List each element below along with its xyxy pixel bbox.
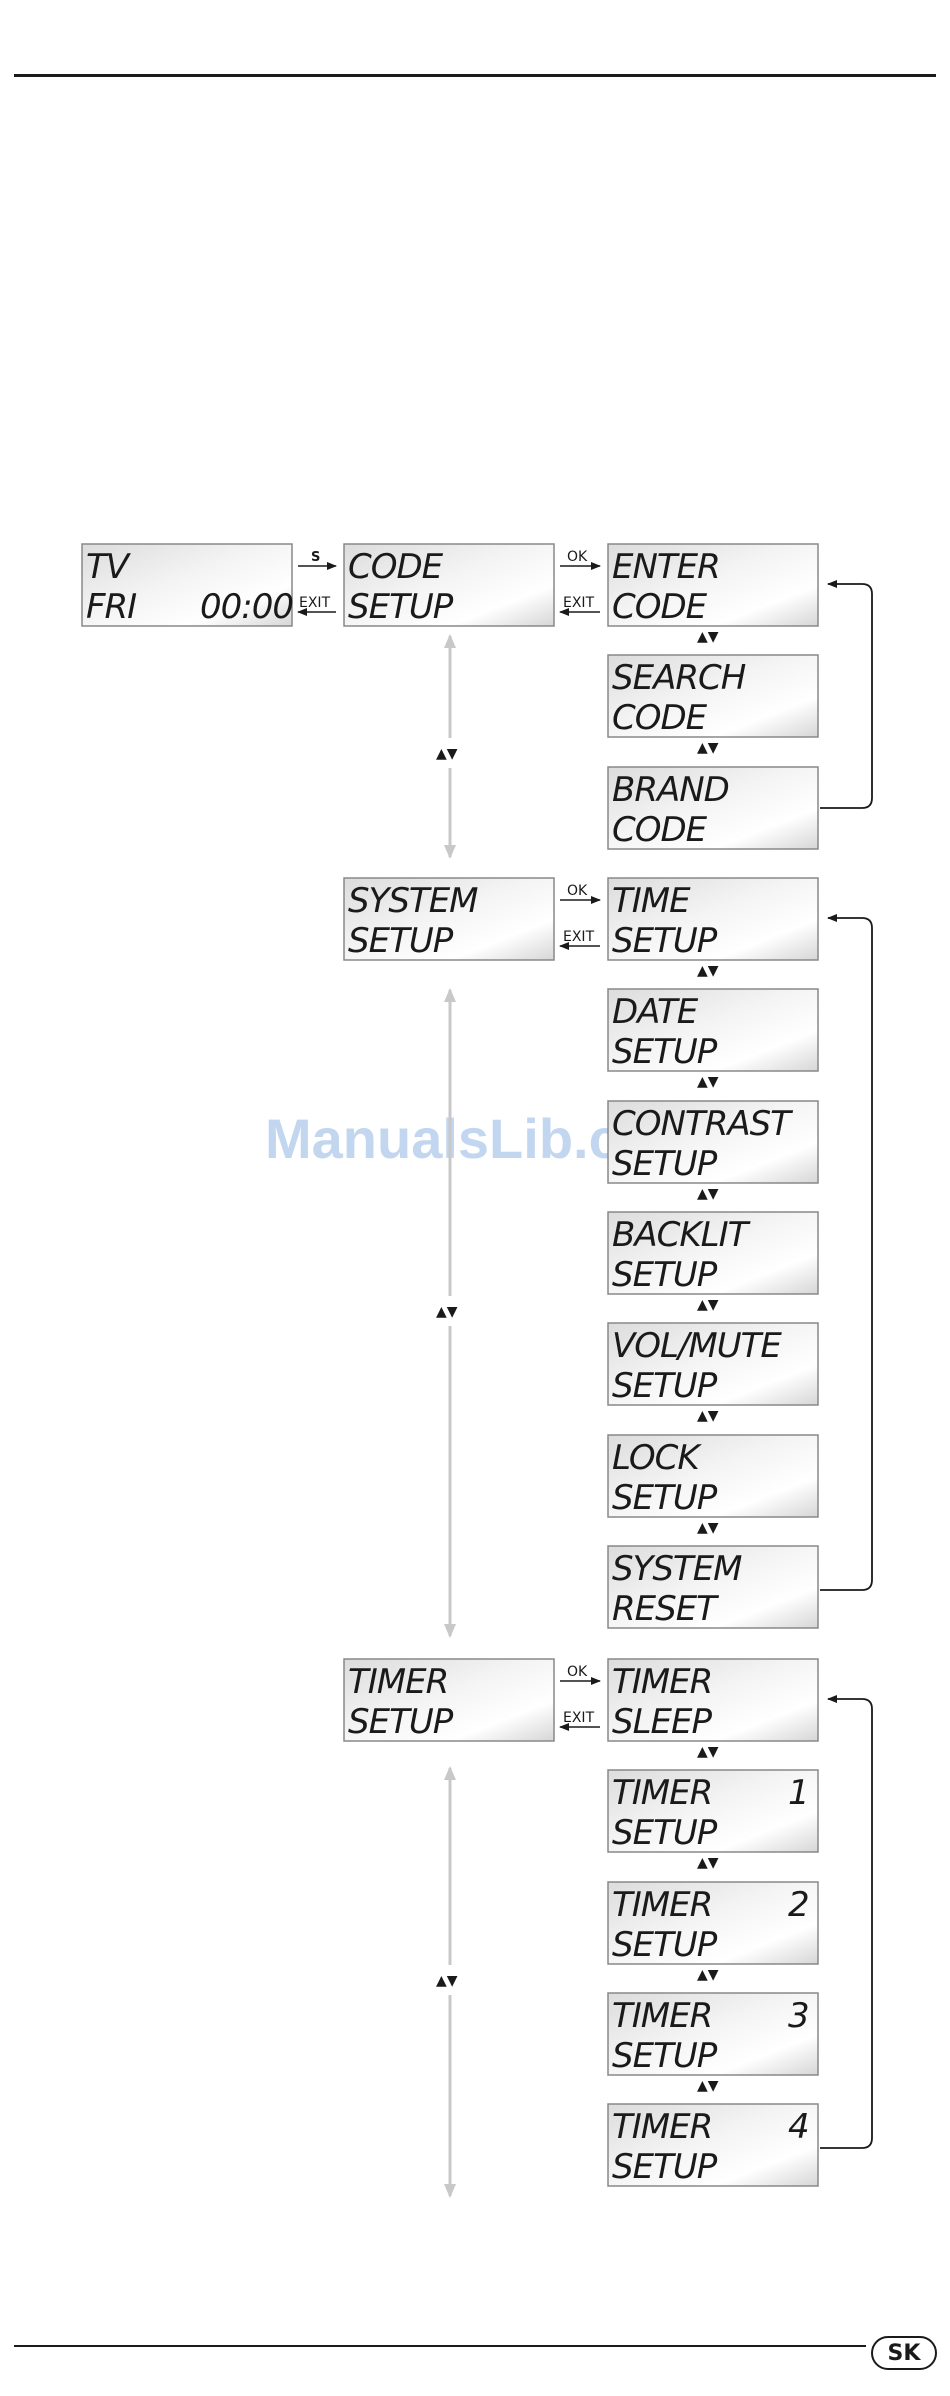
loop-back-arrow <box>820 580 873 809</box>
up-down-arrows: ▲▼ <box>697 1967 719 1983</box>
up-down-arrows: ▲▼ <box>436 1304 458 1320</box>
svg-text:VOL/MUTE: VOL/MUTE <box>612 1326 782 1366</box>
svg-text:CODE: CODE <box>612 587 708 627</box>
up-down-arrows: ▲▼ <box>436 1973 458 1989</box>
up-down-arrows: ▲▼ <box>697 1520 719 1536</box>
exit-label: EXIT <box>299 595 331 611</box>
svg-text:SETUP: SETUP <box>612 1813 718 1853</box>
top-rule <box>14 74 936 77</box>
s-key-label: S <box>311 550 320 565</box>
lcd-screen-tv: TV FRI 00:00 <box>81 543 294 627</box>
up-down-arrows: ▲▼ <box>697 1855 719 1871</box>
svg-text:SETUP: SETUP <box>612 1478 718 1518</box>
svg-text:SEARCH: SEARCH <box>612 658 746 698</box>
lcd-screen-timer-4-setup: TIMER 4 SETUP <box>607 2103 819 2187</box>
exit-label: EXIT <box>563 595 595 611</box>
svg-text:SETUP: SETUP <box>348 921 454 961</box>
lcd-screen-code-setup: CODE SETUP <box>343 543 555 627</box>
up-down-arrows: ▲▼ <box>697 1186 719 1202</box>
svg-text:TIMER: TIMER <box>348 1662 448 1702</box>
lcd-screen-system-reset: SYSTEM RESET <box>607 1545 819 1629</box>
svg-text:BRAND: BRAND <box>612 770 729 810</box>
exit-label: EXIT <box>563 1710 595 1726</box>
svg-text:TIMER: TIMER <box>612 1662 712 1702</box>
svg-text:ENTER: ENTER <box>612 547 720 587</box>
up-down-arrows: ▲▼ <box>697 1297 719 1313</box>
svg-text:FRI: FRI <box>86 587 137 627</box>
svg-text:SETUP: SETUP <box>612 2147 718 2187</box>
lcd-screen-contrast-setup: CONTRAST SETUP <box>607 1100 819 1184</box>
svg-text:DATE: DATE <box>612 992 699 1032</box>
svg-text:3: 3 <box>788 1996 809 2036</box>
svg-text:CODE: CODE <box>612 810 708 850</box>
svg-text:RESET: RESET <box>612 1589 719 1629</box>
lcd-screen-timer-sleep: TIMER SLEEP <box>607 1658 819 1742</box>
ok-label: OK <box>567 1664 588 1680</box>
svg-text:TIMER: TIMER <box>612 2107 712 2147</box>
svg-text:00:00: 00:00 <box>200 587 293 627</box>
bottom-rule <box>14 2345 866 2347</box>
svg-text:LOCK: LOCK <box>612 1438 702 1478</box>
up-down-arrows: ▲▼ <box>697 629 719 645</box>
lcd-screen-enter-code: ENTER CODE <box>607 543 819 627</box>
lcd-screen-time-setup: TIME SETUP <box>607 877 819 961</box>
svg-text:TIME: TIME <box>612 881 691 921</box>
lcd-screen-lock-setup: LOCK SETUP <box>607 1434 819 1518</box>
lcd-screen-system-setup: SYSTEM SETUP <box>343 877 555 961</box>
svg-text:SYSTEM: SYSTEM <box>348 881 478 921</box>
lcd-screen-timer-2-setup: TIMER 2 SETUP <box>607 1881 819 1965</box>
svg-text:1: 1 <box>788 1773 809 1813</box>
lcd-screen-search-code: SEARCH CODE <box>607 654 819 738</box>
svg-text:2: 2 <box>788 1885 809 1925</box>
svg-text:SLEEP: SLEEP <box>612 1702 712 1742</box>
loop-back-arrow <box>820 914 873 1591</box>
lcd-screen-backlit-setup: BACKLIT SETUP <box>607 1211 819 1295</box>
svg-text:SETUP: SETUP <box>612 1366 718 1406</box>
up-down-arrows: ▲▼ <box>697 2078 719 2094</box>
up-down-arrows: ▲▼ <box>697 963 719 979</box>
svg-text:SETUP: SETUP <box>612 1032 718 1072</box>
svg-text:4: 4 <box>788 2107 809 2147</box>
svg-text:TIMER: TIMER <box>612 1773 712 1813</box>
svg-text:SETUP: SETUP <box>348 1702 454 1742</box>
up-down-arrows: ▲▼ <box>697 1074 719 1090</box>
ok-label: OK <box>567 549 588 565</box>
up-down-arrows: ▲▼ <box>697 1408 719 1424</box>
svg-text:SETUP: SETUP <box>612 921 718 961</box>
svg-text:BACKLIT: BACKLIT <box>612 1215 751 1255</box>
lcd-screen-timer-setup: TIMER SETUP <box>343 1658 555 1742</box>
lcd-screen-vol-mute-setup: VOL/MUTE SETUP <box>607 1322 819 1406</box>
svg-text:SETUP: SETUP <box>612 1144 718 1184</box>
up-down-arrows: ▲▼ <box>436 746 458 762</box>
svg-text:TV: TV <box>86 547 132 587</box>
svg-text:SETUP: SETUP <box>348 587 454 627</box>
svg-text:TIMER: TIMER <box>612 1885 712 1925</box>
svg-text:SETUP: SETUP <box>612 2036 718 2076</box>
ok-label: OK <box>567 883 588 899</box>
lcd-screen-timer-1-setup: TIMER 1 SETUP <box>607 1769 819 1853</box>
svg-text:SYSTEM: SYSTEM <box>612 1549 742 1589</box>
lcd-screen-brand-code: BRAND CODE <box>607 766 819 850</box>
up-down-arrows: ▲▼ <box>697 740 719 756</box>
svg-text:CONTRAST: CONTRAST <box>612 1104 793 1144</box>
up-down-arrows: ▲▼ <box>697 1744 719 1760</box>
lcd-screen-date-setup: DATE SETUP <box>607 988 819 1072</box>
language-badge: SK <box>871 2336 937 2370</box>
exit-label: EXIT <box>563 929 595 945</box>
svg-text:SETUP: SETUP <box>612 1925 718 1965</box>
svg-text:CODE: CODE <box>348 547 444 587</box>
lcd-screen-timer-3-setup: TIMER 3 SETUP <box>607 1992 819 2076</box>
loop-back-arrow <box>820 1695 873 2149</box>
svg-text:TIMER: TIMER <box>612 1996 712 2036</box>
svg-text:CODE: CODE <box>612 698 708 738</box>
svg-text:SETUP: SETUP <box>612 1255 718 1295</box>
